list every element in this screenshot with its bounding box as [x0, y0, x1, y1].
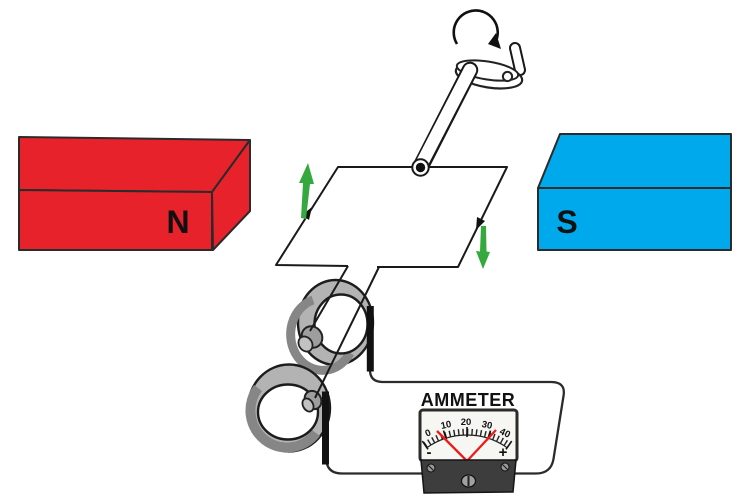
- scale-number-30: 30: [481, 419, 494, 432]
- south-magnet-top-face: [537, 133, 732, 189]
- ammeter: AMMETER 0 10 20 30 40 - +: [418, 390, 519, 494]
- wire-loop: [275, 158, 508, 268]
- slip-ring-lower-hole: [256, 383, 320, 441]
- motion-arrow-up-icon: [299, 163, 314, 219]
- north-magnet: N: [18, 136, 251, 251]
- plus-terminal-label: +: [499, 444, 508, 461]
- current-arrow-right-icon: [476, 217, 485, 230]
- slip-ring-lower-hub-cap: [301, 397, 315, 413]
- slip-ring-lower-shadow: [245, 384, 320, 453]
- slip-ring-upper: [286, 278, 375, 375]
- crank-assembly: [413, 9, 526, 174]
- crank-plate-hole: [501, 70, 514, 83]
- crank-peg: [511, 44, 524, 74]
- north-magnet-top-face: [18, 136, 251, 193]
- axle-pivot: [415, 162, 426, 173]
- brush-upper: [366, 306, 374, 372]
- south-magnet-front-face: [537, 187, 732, 251]
- crank-shaft: [415, 63, 477, 171]
- loop-lead-left: [309, 265, 349, 332]
- screw-left-slot: [428, 465, 434, 471]
- needle-right-position: [466, 429, 497, 462]
- north-pole-label: N: [166, 204, 189, 240]
- scale-number-40: 40: [498, 426, 512, 440]
- slip-ring-upper-shadow: [286, 295, 354, 375]
- needle-left-position: [436, 430, 468, 462]
- motion-arrow-down-icon: [476, 226, 490, 269]
- north-magnet-front-face: [18, 189, 213, 251]
- ammeter-label: AMMETER: [421, 390, 516, 410]
- circuit-wire: [325, 366, 565, 475]
- loop-lead-right: [314, 266, 380, 399]
- scale-number-10: 10: [440, 419, 453, 432]
- scale-number-20: 20: [461, 417, 472, 428]
- brush-lower: [322, 391, 329, 465]
- minus-terminal-label: -: [427, 444, 432, 461]
- slip-ring-upper-hub-cap: [297, 335, 314, 353]
- screw-right-slot: [502, 464, 508, 470]
- scale-number-0: 0: [423, 427, 432, 439]
- south-magnet: S: [537, 133, 732, 251]
- south-pole-label: S: [556, 204, 577, 240]
- slip-ring-lower: [245, 363, 332, 453]
- rotation-arrow-icon: [452, 9, 499, 45]
- rotation-arrowhead-icon: [488, 33, 501, 49]
